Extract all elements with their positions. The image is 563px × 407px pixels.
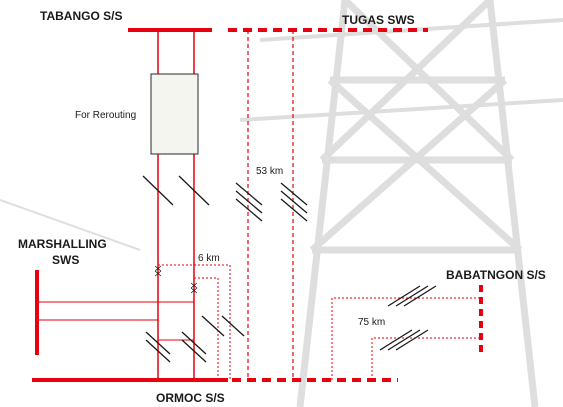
switch-marks [155, 266, 197, 293]
for-rerouting-box [151, 74, 198, 154]
tugas-label: TUGAS SWS [342, 13, 415, 27]
marshalling-label-line1: MARSHALLING [18, 237, 107, 251]
marshalling-label-line2: SWS [52, 253, 79, 267]
conductor-hatch-marks [143, 176, 436, 362]
rerouting-line-6km-2 [194, 278, 218, 380]
for-rerouting-label: For Rerouting [75, 110, 136, 121]
ormoc-label: ORMOC S/S [156, 391, 225, 405]
distance-6-label: 6 km [198, 253, 220, 264]
babatngon-label: BABATNGON S/S [446, 268, 546, 282]
distance-75-label: 75 km [358, 317, 385, 328]
tabango-label: TABANGO S/S [40, 9, 122, 23]
distance-53-label: 53 km [256, 166, 283, 177]
